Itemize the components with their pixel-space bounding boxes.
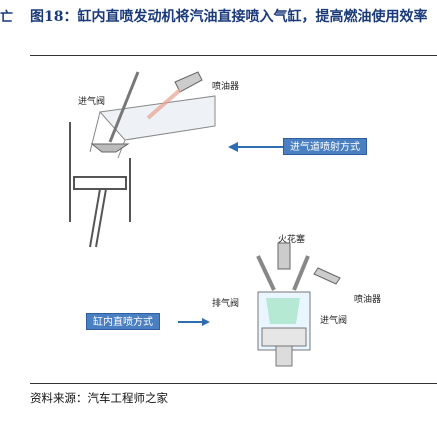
port-injection-tag: 进气道喷射方式 — [283, 138, 367, 155]
source-rule — [30, 383, 437, 384]
port-intake-valve-label: 进气阀 — [78, 97, 106, 107]
title-rule — [30, 55, 437, 56]
direct-injection-diagram — [256, 242, 341, 367]
spark-plug-label: 火花塞 — [278, 235, 306, 245]
port-injection-diagram — [69, 71, 290, 248]
edge-character: 亡 — [0, 10, 14, 25]
direct-intake-valve-label: 进气阀 — [320, 316, 348, 326]
figure-title: 图18：缸内直喷发动机将汽油直接喷入气缸，提高燃油使用效率 — [30, 9, 428, 25]
port-injector-label: 喷油器 — [212, 82, 240, 92]
exhaust-valve-label: 排气阀 — [212, 299, 240, 309]
direct-injector-label: 喷油器 — [354, 295, 382, 305]
figure-source: 资料来源：汽车工程师之家 — [30, 391, 168, 405]
direct-injection-arrow — [178, 318, 210, 326]
direct-injection-tag: 缸内直喷方式 — [86, 313, 160, 330]
